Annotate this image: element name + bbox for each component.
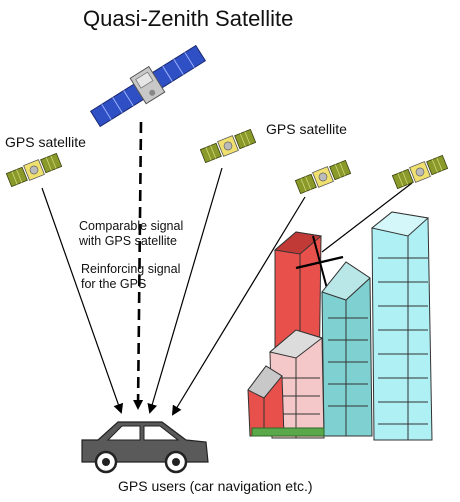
gps-satellite-icon	[294, 159, 352, 195]
label-reinforcing-signal: Reinforcing signal for the GPS	[81, 262, 180, 292]
label-reinforcing-signal-line2: for the GPS	[81, 277, 147, 291]
gps-satellite-icon	[199, 128, 257, 164]
label-reinforcing-signal-line1: Reinforcing signal	[81, 262, 181, 276]
diagram-title: Quasi-Zenith Satellite	[83, 6, 294, 31]
signal-line-qzs	[133, 121, 144, 410]
signal-line-gps-far-right	[321, 182, 413, 253]
label-comparable-signal-line2: with GPS satellite	[79, 234, 177, 248]
car-icon	[81, 421, 209, 474]
label-comparable-signal-line1: Comparable signal	[79, 219, 184, 233]
label-gps-satellite-left: GPS satellite	[5, 134, 86, 150]
gps-satellite-icon	[391, 154, 449, 190]
label-comparable-signal: Comparable signal with GPS satellite	[79, 219, 183, 249]
qzs-satellite-icon	[89, 44, 207, 128]
signal-lines	[41, 121, 413, 416]
label-gps-satellite-right: GPS satellite	[266, 121, 347, 137]
label-gps-users: GPS users (car navigation etc.)	[118, 478, 313, 494]
signal-line-gps-left	[41, 187, 124, 414]
buildings-icon	[247, 211, 433, 441]
gps-satellite-icon	[5, 152, 63, 188]
signal-line-gps-mid	[147, 167, 223, 414]
signal-line-gps-right	[171, 196, 306, 416]
